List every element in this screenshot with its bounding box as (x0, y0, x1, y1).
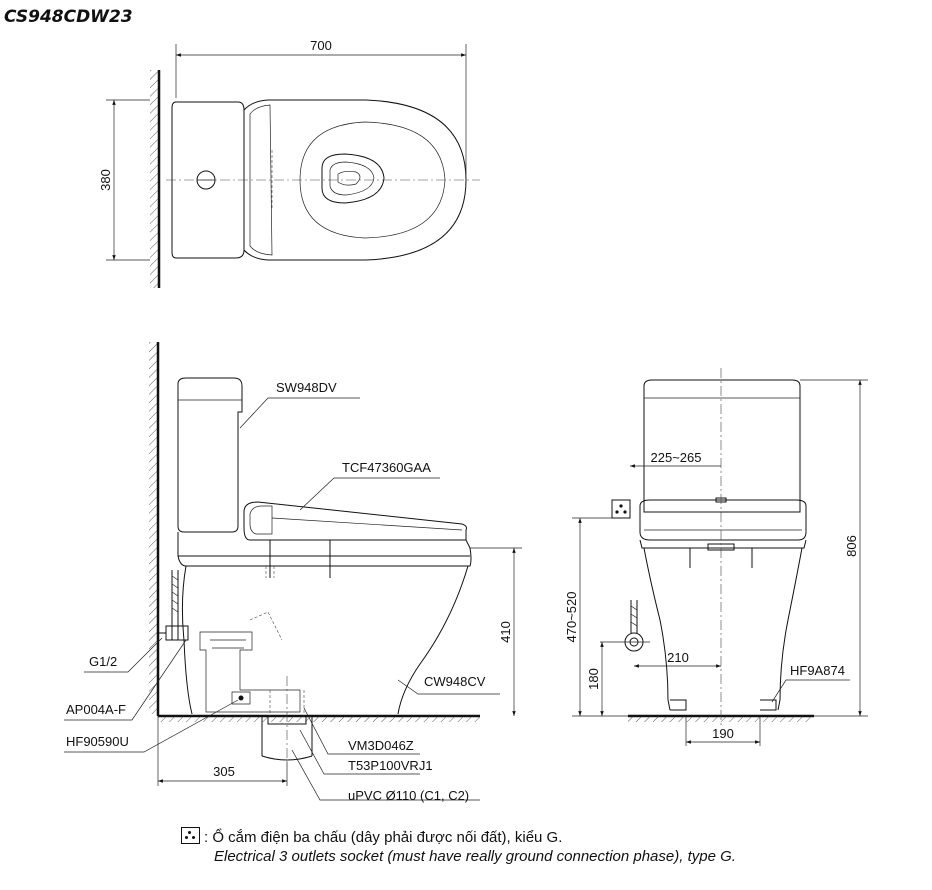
dim-bolt-spacing: 190 (712, 726, 734, 741)
dim-380: 380 (98, 169, 113, 191)
dim-700: 700 (310, 38, 332, 53)
top-wall-hatch (150, 70, 159, 288)
label-angle-valve: AP004A-F (66, 702, 126, 717)
front-view: 225~265 470~520 180 210 190 806 HF9A874 (564, 368, 868, 746)
dim-410: 410 (498, 621, 513, 643)
dim-valve-offset: 210 (667, 650, 689, 665)
label-supply: G1/2 (89, 654, 117, 669)
dim-total-height: 806 (844, 535, 859, 557)
legend-vi-text: : Ổ cắm điện ba chấu (dây phải được nối … (204, 829, 563, 846)
label-seat: TCF47360GAA (342, 460, 431, 475)
dim-socket-offset: 225~265 (651, 450, 702, 465)
electrical-socket-icon (181, 827, 200, 844)
side-view: 410 305 SW948DV TCF47360GAA CW948CV G1/2… (64, 342, 522, 803)
label-hose: HF9A874 (790, 663, 845, 678)
label-bowl: CW948CV (424, 674, 486, 689)
label-supply-hose: HF90590U (66, 734, 129, 749)
legend-en-line: Electrical 3 outlets socket (must have r… (214, 848, 736, 865)
model-code: CS948CDW23 (4, 7, 133, 27)
label-tank: SW948DV (276, 380, 337, 395)
dim-305: 305 (213, 764, 235, 779)
front-socket-icon (611, 499, 631, 519)
label-flange: VM3D046Z (348, 738, 414, 753)
legend-vi-line: : Ổ cắm điện ba chấu (dây phải được nối … (181, 827, 921, 847)
label-drain-pipe: uPVC Ø110 (C1, C2) (348, 788, 469, 803)
top-view: 700 380 (98, 38, 480, 288)
label-sleeve: T53P100VRJ1 (348, 758, 433, 773)
dim-valve-height: 180 (586, 668, 601, 690)
technical-drawing: CS948CDW23 700 380 (4, 7, 868, 803)
legend: : Ổ cắm điện ba chấu (dây phải được nối … (181, 827, 921, 866)
side-wall-hatch (149, 342, 158, 714)
dim-socket-height: 470~520 (564, 592, 579, 643)
